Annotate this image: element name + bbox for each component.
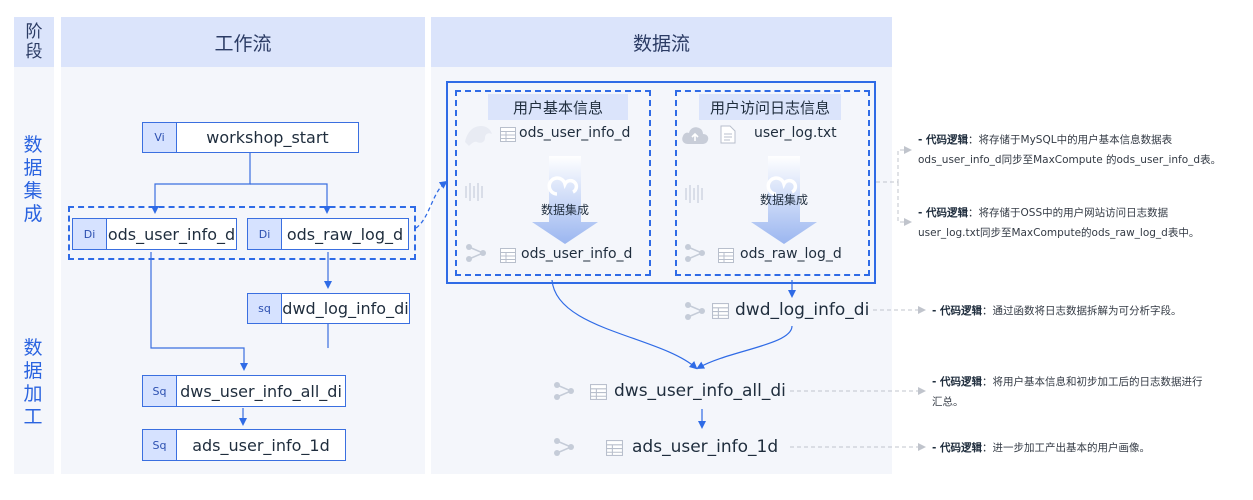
note-1: - 代码逻辑：将存储于MySQL中的用户基本信息数据表 ods_user_inf… [918,130,1248,170]
node-label: dwd_log_info_di [282,299,409,318]
sync-icon [766,176,798,196]
node-type-tag: sq [248,294,282,323]
node-ads-user-info-1d[interactable]: Sq ads_user_info_1d [142,429,346,461]
node-type-tag: Sq [143,376,177,406]
dataflow-integration-box [446,81,876,284]
oss-cloud-icon [682,127,709,144]
dataflow-column [431,17,892,474]
note-4: - 代码逻辑：将用户基本信息和初步加工后的日志数据进行 汇总。 [932,372,1248,412]
group-user-info-target: ods_user_info_d [521,246,633,262]
note-3: - 代码逻辑：通过函数将日志数据拆解为可分析字段。 [932,301,1248,321]
note-line: user_log.txt同步至MaxCompute的ods_raw_log_d表… [918,227,1200,239]
node-flow-icon [466,244,486,262]
note-2: - 代码逻辑：将存储于OSS中的用户网站访问日志数据 user_log.txt同… [918,203,1248,243]
dataflow-dws-label: dws_user_info_all_di [614,381,786,401]
table-icon [500,127,516,142]
dataflow-ads-label: ads_user_info_1d [632,437,779,457]
table-icon [590,384,607,400]
file-icon [720,125,736,144]
sync-icon [547,176,579,196]
table-icon [712,303,729,319]
node-label: ods_user_info_d [107,224,236,244]
note-line: ：将用户基本信息和初步加工后的日志数据进行 [982,376,1203,388]
dataflow-header-label: 数据流 [632,32,690,55]
stage-header: 阶段 [14,17,54,67]
table-icon [500,248,516,263]
node-label: ads_user_info_1d [192,435,330,455]
stage-column [14,17,54,474]
note-label: - 代码逻辑 [932,305,983,317]
node-flow-icon [685,244,705,262]
note-label: - 代码逻辑 [932,376,983,388]
node-label: workshop_start [206,128,329,147]
node-type-tag: Di [248,219,282,249]
node-label: dws_user_info_all_di [180,381,342,401]
group-user-log-process: 数据集成 [760,193,809,207]
stage-integration-label: 数据集成 [23,134,43,225]
node-ods-user-info-d[interactable]: Di ods_user_info_d [72,218,237,250]
note-line: ：进一步加工产出基本的用户画像。 [982,442,1151,454]
workflow-header: 工作流 [61,17,425,67]
note-line: ods_user_info_d同步至MaxCompute 的ods_user_i… [918,154,1222,166]
note-label: - 代码逻辑 [932,442,983,454]
node-workshop-start[interactable]: Vi workshop_start [142,122,359,153]
workflow-header-label: 工作流 [214,32,272,55]
group-user-log-source: user_log.txt [754,125,837,141]
integration-icon [685,185,703,203]
stage-header-label: 阶段 [25,22,43,62]
node-type-tag: Vi [143,123,177,152]
node-flow-icon [685,302,705,320]
node-flow-icon [554,438,574,456]
node-type-tag: Di [73,219,107,249]
dataflow-group-user-log [675,90,870,276]
workflow-integration-group [68,206,416,260]
node-flow-icon [554,382,574,400]
group-user-info-source: ods_user_info_d [519,125,631,141]
note-line: ：将存储于MySQL中的用户基本信息数据表 [968,134,1173,146]
integration-icon [465,183,483,201]
stage-processing-label: 数据加工 [23,337,43,428]
note-line: 汇总。 [932,396,964,408]
table-icon [718,248,734,263]
group-user-log-title: 用户访问日志信息 [699,94,841,120]
dataflow-group-user-info [455,90,651,276]
note-label: - 代码逻辑 [918,207,969,219]
note-label: - 代码逻辑 [918,134,969,146]
group-user-log-target: ods_raw_log_d [740,246,842,262]
mysql-icon [465,126,492,146]
node-label: ods_raw_log_d [286,224,404,244]
note-line: ：通过函数将日志数据拆解为可分析字段。 [982,305,1182,317]
dataflow-dwd-label: dwd_log_info_di [735,300,870,320]
node-dwd-log-info-di[interactable]: sq dwd_log_info_di [247,293,410,324]
group-user-info-process: 数据集成 [541,203,590,217]
node-type-tag: Sq [143,430,177,460]
dataflow-header: 数据流 [431,17,892,67]
note-line: ：将存储于OSS中的用户网站访问日志数据 [968,207,1169,219]
note-5: - 代码逻辑：进一步加工产出基本的用户画像。 [932,438,1248,458]
group-user-info-title: 用户基本信息 [488,94,628,120]
node-dws-user-info-all-di[interactable]: Sq dws_user_info_all_di [142,375,346,407]
node-ods-raw-log-d[interactable]: Di ods_raw_log_d [247,218,409,250]
table-icon [606,440,623,456]
